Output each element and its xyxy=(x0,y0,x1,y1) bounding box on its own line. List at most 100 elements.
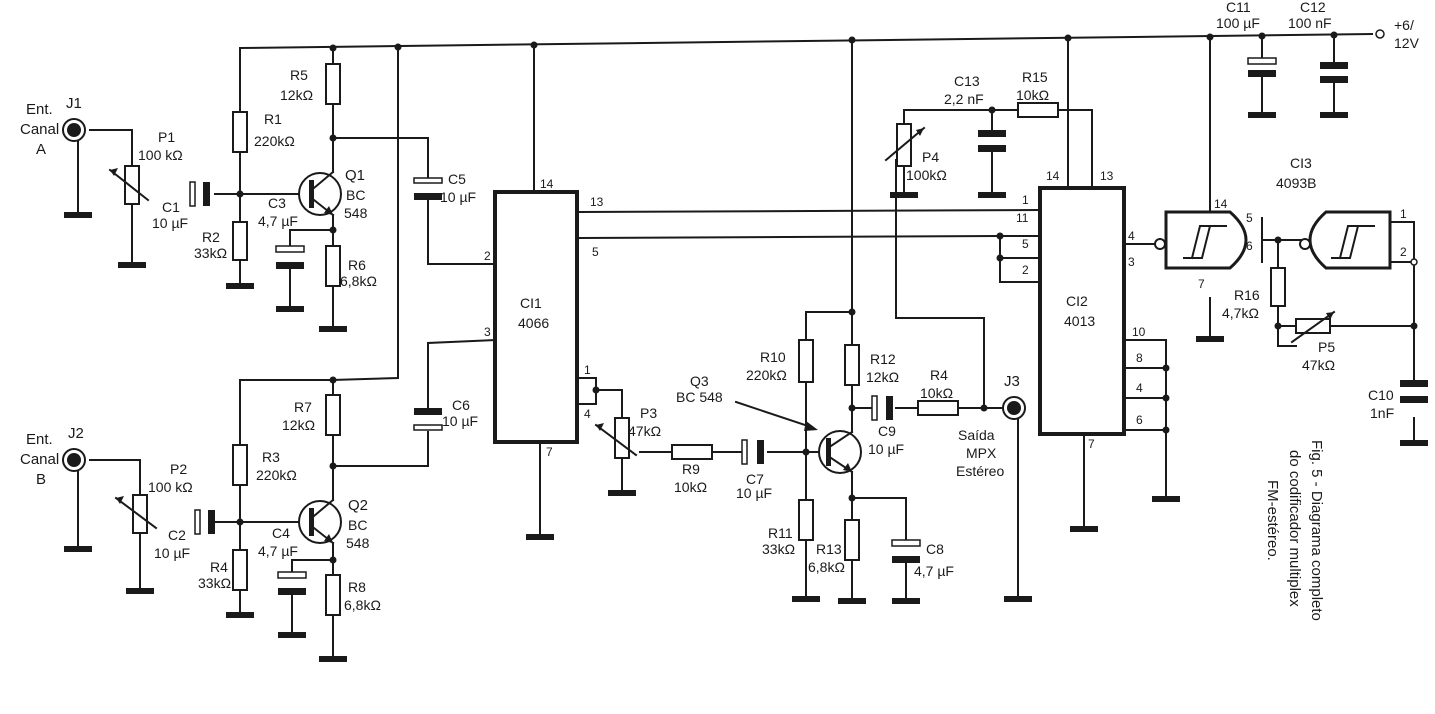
junction-dot xyxy=(1162,426,1170,434)
junction-dot xyxy=(848,36,856,44)
ci2-pin13: 13 xyxy=(1100,169,1114,183)
ground-symbol xyxy=(526,534,554,540)
jack-j1 xyxy=(62,118,86,142)
q1-ref: Q1 xyxy=(345,167,365,184)
transistor-q1 xyxy=(298,170,342,217)
resistor-r12 xyxy=(844,344,860,386)
c9-value: 10 µF xyxy=(868,441,904,457)
potentiometer-p1 xyxy=(108,165,150,205)
ci2-pin3: 3 xyxy=(1128,255,1135,269)
junction-dot xyxy=(394,43,402,51)
ci1-part: 4066 xyxy=(518,315,549,331)
junction-dot xyxy=(1162,364,1170,372)
r11-value: 33kΩ xyxy=(762,541,795,557)
resistor-r13 xyxy=(844,519,860,561)
c10-ref: C10 xyxy=(1368,387,1394,403)
q2-ref: Q2 xyxy=(348,497,368,514)
c8-value: 4,7 µF xyxy=(914,563,954,579)
resistor-r5 xyxy=(325,63,341,105)
ground-symbol xyxy=(226,283,254,289)
ground-symbol xyxy=(1070,526,1098,532)
junction-dot xyxy=(236,518,244,526)
ground-symbol xyxy=(838,598,866,604)
ground-symbol xyxy=(892,598,920,604)
ci1-pin7: 7 xyxy=(546,445,553,459)
capacitor-c12 xyxy=(1320,62,1348,83)
q3-value: BC 548 xyxy=(676,389,723,405)
p2-value: 100 kΩ xyxy=(148,479,193,495)
r6-value: 6,8kΩ xyxy=(340,273,377,289)
jack-j2-label: J2 xyxy=(68,425,84,442)
c1-value: 10 µF xyxy=(152,215,188,231)
p5-ref: P5 xyxy=(1318,339,1335,355)
junction-dot xyxy=(848,404,856,412)
r8-ref: R8 xyxy=(348,579,366,595)
capacitor-c3 xyxy=(275,245,305,269)
capacitor-c10 xyxy=(1400,380,1428,403)
ci3-pin1: 1 xyxy=(1400,207,1407,221)
potentiometer-p2 xyxy=(114,494,158,534)
r11-ref: R11 xyxy=(768,525,793,541)
r6-ref: R6 xyxy=(348,257,366,273)
capacitor-c9 xyxy=(871,395,893,421)
resistor-r9 xyxy=(671,444,713,460)
r10-ref: R10 xyxy=(760,349,786,365)
ci2-pin10: 10 xyxy=(1132,325,1146,339)
ground-symbol xyxy=(608,490,636,496)
caption-line-3: FM-estéreo. xyxy=(1264,480,1281,561)
c13-ref: C13 xyxy=(954,73,980,89)
c2-value: 10 µF xyxy=(154,545,190,561)
r7-ref: R7 xyxy=(294,399,312,415)
resistor-r6 xyxy=(325,245,341,287)
potentiometer-p5 xyxy=(1290,310,1336,344)
r3-value: 220kΩ xyxy=(256,467,297,483)
p1-value: 100 kΩ xyxy=(138,147,183,163)
resistor-r4 xyxy=(232,549,248,591)
p5-value: 47kΩ xyxy=(1302,357,1335,373)
ground-symbol xyxy=(1248,112,1276,118)
junction-dot xyxy=(1064,34,1072,42)
r3-ref: R3 xyxy=(262,449,280,465)
resistor-r16 xyxy=(1270,267,1286,307)
r9-value: 10kΩ xyxy=(674,479,707,495)
c8-ref: C8 xyxy=(926,541,944,557)
c5-ref: C5 xyxy=(448,171,466,187)
ci3-pin14: 14 xyxy=(1214,197,1228,211)
r1-value: 220kΩ xyxy=(254,133,295,149)
c7-value: 10 µF xyxy=(736,485,772,501)
r12-ref: R12 xyxy=(870,351,896,367)
resistor-r8 xyxy=(325,574,341,616)
junction-dot xyxy=(592,386,600,394)
capacitor-c8 xyxy=(891,539,921,563)
ci1-pin13: 13 xyxy=(590,195,604,209)
jack-j3 xyxy=(1002,396,1026,420)
capacitor-c13 xyxy=(978,130,1006,152)
input-b-label-2: Canal xyxy=(20,451,59,468)
junction-dot xyxy=(802,448,810,456)
junction-dot xyxy=(848,308,856,316)
c13-value: 2,2 nF xyxy=(944,91,984,107)
ci1-pin4: 4 xyxy=(584,407,591,421)
p3-ref: P3 xyxy=(640,405,657,421)
ground-symbol xyxy=(978,192,1006,198)
ci2-pin5: 5 xyxy=(1022,237,1029,251)
ground-symbol xyxy=(126,588,154,594)
resistor-r11 xyxy=(798,499,814,541)
capacitor-c1 xyxy=(189,181,210,207)
junction-dot xyxy=(996,232,1004,240)
ci1-pin3: 3 xyxy=(484,325,491,339)
ci2-pin4: 4 xyxy=(1128,229,1135,243)
r7-value: 12kΩ xyxy=(282,417,315,433)
output-label-3: Estéreo xyxy=(956,463,1004,479)
junction-dot xyxy=(1274,236,1282,244)
c9-ref: C9 xyxy=(878,423,896,439)
ci3-part: 4093B xyxy=(1276,175,1316,191)
c4-ref: C4 xyxy=(272,525,290,541)
ci2-pin4b: 4 xyxy=(1136,381,1143,395)
ground-symbol xyxy=(64,546,92,552)
jack-j1-label: J1 xyxy=(66,95,82,112)
nand-gate-2 xyxy=(1299,210,1392,270)
junction-dot xyxy=(329,226,337,234)
r16-ref: R16 xyxy=(1234,287,1260,303)
junction-dot xyxy=(1410,322,1418,330)
